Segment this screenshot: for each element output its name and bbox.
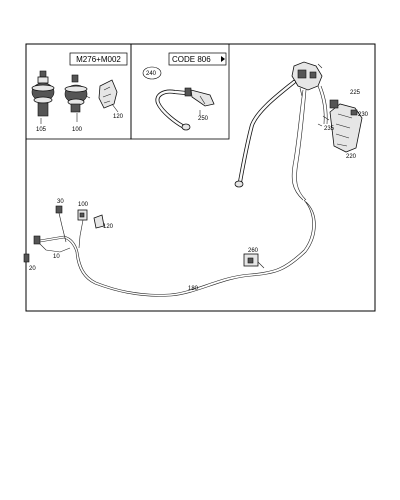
callout-105: 105 bbox=[36, 127, 47, 133]
callout-230: 230 bbox=[358, 112, 369, 118]
arrow-right-icon bbox=[221, 56, 225, 62]
inset-left-header-box bbox=[69, 52, 128, 66]
callout-100: 100 bbox=[72, 127, 83, 133]
callout-260: 260 bbox=[248, 248, 259, 254]
inset-right-header: CODE 806 bbox=[172, 55, 211, 64]
callout-250: 250 bbox=[198, 116, 209, 122]
callout-240: 240 bbox=[146, 71, 157, 77]
callout-180: 180 bbox=[188, 286, 199, 292]
lower-left-components bbox=[23, 205, 105, 263]
inset-right-header-box bbox=[168, 52, 227, 66]
callout-220: 220 bbox=[346, 154, 357, 160]
main-hoses bbox=[234, 80, 328, 201]
line-180-illustration bbox=[39, 199, 316, 297]
callout-240-circle bbox=[142, 66, 162, 80]
pump-220-illustration bbox=[317, 99, 363, 153]
callout-120: 120 bbox=[113, 114, 124, 120]
inset-left-header: M276+M002 bbox=[76, 55, 121, 64]
callout-30: 30 bbox=[57, 199, 64, 205]
valve-block-illustration bbox=[291, 61, 323, 97]
component-260-illustration bbox=[243, 253, 265, 269]
callout-20: 20 bbox=[29, 266, 36, 272]
pump-100-illustration bbox=[64, 74, 91, 122]
pump-105-illustration bbox=[31, 70, 55, 124]
callout-100-main: 100 bbox=[78, 202, 89, 208]
callout-235: 235 bbox=[324, 126, 335, 132]
inset-right-box bbox=[130, 43, 230, 140]
bracket-120-illustration bbox=[98, 79, 119, 113]
callout-225: 225 bbox=[350, 90, 361, 96]
diagram-frame bbox=[25, 43, 376, 312]
hose-250-illustration bbox=[155, 87, 215, 131]
callout-10: 10 bbox=[53, 254, 60, 260]
callout-120-main: 120 bbox=[103, 224, 114, 230]
